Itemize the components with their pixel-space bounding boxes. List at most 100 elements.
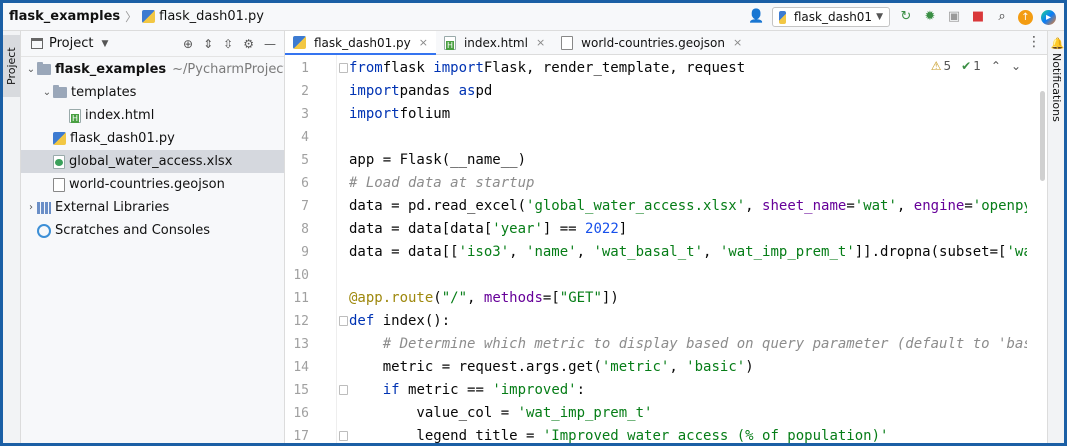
html-file-icon: [69, 108, 81, 123]
code-token: 'wat_basa: [1006, 244, 1027, 260]
code-editor: flask_dash01.py×index.html×world-countri…: [285, 31, 1047, 443]
project-panel-title[interactable]: Project: [49, 36, 94, 51]
tree-item[interactable]: index.html: [21, 104, 284, 127]
code-token: ,: [509, 244, 527, 260]
chevron-up-icon[interactable]: ⌃: [990, 59, 1001, 73]
check-icon: ✔: [961, 59, 972, 73]
debug-icon[interactable]: ✹: [924, 9, 936, 24]
ide-window: flask_examples 〉 flask_dash01.py 👤 flask…: [3, 3, 1064, 443]
tree-item[interactable]: › External Libraries: [21, 196, 284, 219]
folder-icon: [53, 85, 67, 98]
close-icon[interactable]: ×: [733, 36, 743, 49]
code-token: ]: [618, 221, 628, 237]
tree-item-label: flask_examples: [55, 62, 167, 77]
code-token: data = pd.read_excel(: [349, 198, 527, 214]
code-area[interactable]: fromflask importFlask, render_template, …: [349, 55, 1027, 443]
locate-icon[interactable]: ⊕: [183, 36, 194, 51]
stop-icon[interactable]: ■: [971, 9, 985, 24]
fold-icon[interactable]: [339, 63, 348, 73]
close-icon[interactable]: ×: [535, 36, 546, 49]
code-line: app = Flask(__name__): [349, 149, 526, 172]
tree-item[interactable]: ⌄flask_examples~/PycharmProjects/f: [21, 58, 284, 81]
hide-icon[interactable]: —: [264, 36, 276, 51]
code-token: data = data[[: [349, 244, 459, 260]
editor-scrollbar[interactable]: [1040, 91, 1045, 181]
chevron-right-icon[interactable]: ›: [29, 202, 33, 213]
code-token: 'wat_imp_prem_t': [517, 405, 653, 421]
user-icon[interactable]: 👤: [748, 9, 765, 24]
update-icon[interactable]: ↑: [1018, 9, 1033, 25]
code-line: @app.route("/", methods=["GET"]): [349, 287, 619, 310]
tree-item[interactable]: Scratches and Consoles: [21, 219, 284, 242]
project-tool-tab[interactable]: Project: [3, 35, 20, 97]
project-tree: ⌄flask_examples~/PycharmProjects/f⌄templ…: [21, 57, 284, 242]
tree-item[interactable]: world-countries.geojson: [21, 173, 284, 196]
chevron-down-icon[interactable]: ⌄: [26, 63, 36, 75]
editor-tabs: flask_dash01.py×index.html×world-countri…: [285, 31, 1047, 55]
fold-icon[interactable]: [339, 385, 348, 395]
tree-item[interactable]: global_water_access.xlsx: [21, 150, 284, 173]
code-token: ): [745, 359, 754, 375]
reload-icon[interactable]: ↻: [900, 9, 912, 24]
code-token: index():: [382, 313, 451, 329]
breadcrumb-file[interactable]: flask_dash01.py: [142, 9, 264, 24]
editor-tab-label: flask_dash01.py: [314, 35, 411, 50]
code-line: metric = request.args.get('metric', 'bas…: [349, 356, 754, 379]
code-token: ,: [669, 359, 687, 375]
editor-tab[interactable]: flask_dash01.py ×: [285, 31, 436, 55]
code-token: [349, 382, 383, 398]
code-token: =: [846, 198, 855, 214]
tree-item[interactable]: flask_dash01.py: [21, 127, 284, 150]
coverage-icon[interactable]: ▣: [947, 9, 961, 24]
tree-item-label: External Libraries: [55, 200, 170, 215]
run-config-select[interactable]: flask_dash01 ▼: [772, 7, 890, 27]
gear-icon[interactable]: ⚙: [243, 36, 254, 51]
code-token: 'openpyxl': [972, 198, 1027, 214]
code-token: 'year': [492, 221, 543, 237]
line-number: 14: [293, 360, 309, 375]
ok-count: 1: [973, 59, 981, 73]
bell-icon[interactable]: 🔔: [1051, 37, 1064, 51]
line-number: 7: [301, 199, 309, 214]
code-token: ] ==: [542, 221, 586, 237]
editor-tab-label: world-countries.geojson: [581, 35, 725, 50]
tree-item-label: index.html: [85, 108, 155, 123]
code-token: @app.route: [349, 290, 434, 306]
code-token: def: [349, 313, 383, 329]
chevron-down-icon[interactable]: ⌄: [42, 86, 52, 98]
expand-all-icon[interactable]: ⇕: [203, 36, 214, 51]
line-number: 6: [301, 176, 309, 191]
main-toolbar: flask_examples 〉 flask_dash01.py 👤 flask…: [3, 3, 1064, 31]
line-number: 1: [301, 61, 309, 76]
folder-icon: [37, 62, 51, 75]
tree-item[interactable]: ⌄templates: [21, 81, 284, 104]
breadcrumb-file-label: flask_dash01.py: [159, 9, 264, 24]
code-token: methods: [483, 290, 543, 306]
code-token: "GET": [559, 290, 602, 306]
search-icon[interactable]: ⌕: [998, 9, 1006, 24]
breadcrumb-project[interactable]: flask_examples: [9, 9, 121, 24]
editor-tab[interactable]: world-countries.geojson ×: [553, 31, 750, 54]
chevron-down-icon: ▼: [876, 12, 883, 22]
code-token: data = data[data[: [349, 221, 493, 237]
code-token: import: [433, 60, 484, 76]
tree-item-label: flask_dash01.py: [70, 131, 175, 146]
fold-icon[interactable]: [339, 316, 348, 326]
notifications-tab[interactable]: Notifications: [1050, 53, 1063, 122]
close-icon[interactable]: ×: [418, 36, 428, 49]
editor-tab[interactable]: index.html×: [436, 31, 553, 54]
chevron-down-icon[interactable]: ⌄: [1010, 59, 1021, 73]
code-line: importfolium: [349, 103, 450, 126]
jetbrains-icon[interactable]: ▸: [1041, 9, 1056, 25]
fold-icon[interactable]: [339, 431, 348, 441]
code-token: (: [433, 290, 442, 306]
more-icon[interactable]: ⋮: [1027, 34, 1041, 50]
collapse-all-icon[interactable]: ⇳: [223, 36, 234, 51]
code-token: 'metric': [601, 359, 670, 375]
project-view-icon: [31, 38, 43, 49]
code-token: app = Flask(__name__): [349, 152, 527, 168]
inspection-widget[interactable]: ⚠ 5 ✔ 1 ⌃ ⌄: [924, 59, 1021, 73]
code-token: ,: [576, 244, 594, 260]
chevron-down-icon[interactable]: ▼: [101, 38, 109, 49]
code-token: import: [349, 83, 400, 99]
